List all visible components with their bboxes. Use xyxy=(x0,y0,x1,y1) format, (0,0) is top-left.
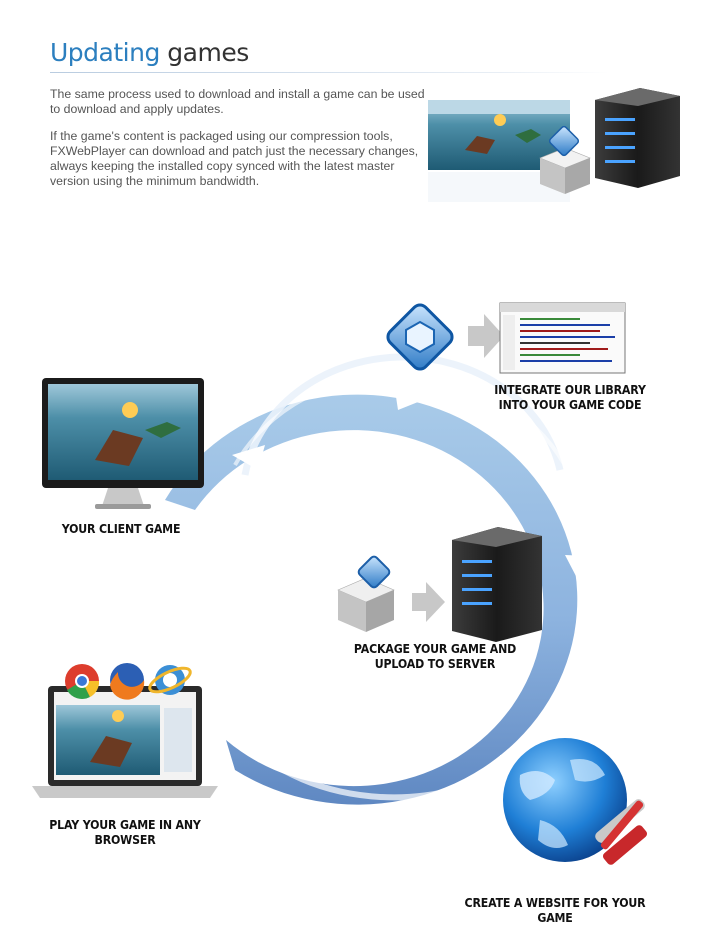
label-integrate: INTEGRATE OUR LIBRARY INTO YOUR GAME COD… xyxy=(491,382,649,412)
label-package-line1: PACKAGE YOUR GAME AND xyxy=(353,641,517,656)
header-illustration xyxy=(428,88,680,202)
library-cube-icon xyxy=(386,303,454,371)
package-box-icon xyxy=(539,125,591,194)
title-divider xyxy=(50,72,610,73)
label-integrate-line1: INTEGRATE OUR LIBRARY xyxy=(494,382,646,397)
label-client-line1: YOUR CLIENT GAME xyxy=(61,521,181,536)
cycle-ring xyxy=(165,353,590,805)
page-title: Updating games xyxy=(50,38,249,67)
label-integrate-line2: INTO YOUR GAME CODE xyxy=(498,397,642,412)
code-editor-icon xyxy=(499,302,626,374)
chrome-icon xyxy=(65,664,100,699)
package-box-icon-middle xyxy=(337,555,395,632)
label-website-line1: CREATE A WEBSITE FOR YOUR GAME xyxy=(464,895,646,925)
cycle-arrow-5 xyxy=(232,720,265,745)
ie-icon xyxy=(148,665,192,695)
monitor-icon xyxy=(42,378,204,509)
arrow-right-icon-middle xyxy=(412,582,445,622)
globe-icon xyxy=(503,738,627,862)
server-icon-middle xyxy=(452,527,542,642)
label-package: PACKAGE YOUR GAME AND UPLOAD TO SERVER xyxy=(347,641,523,671)
laptop-icon xyxy=(32,686,218,798)
cycle-arrow-1 xyxy=(395,390,428,410)
firefox-icon xyxy=(110,663,145,700)
label-client: YOUR CLIENT GAME xyxy=(55,521,187,536)
wrench-screwdriver-icon xyxy=(595,799,648,865)
intro-paragraph-2: If the game's content is packaged using … xyxy=(50,129,419,188)
title-word-updating: Updating xyxy=(50,38,160,67)
arrow-right-icon xyxy=(468,314,504,358)
intro-text: The same process used to download and in… xyxy=(50,87,430,201)
game-screenshot xyxy=(428,100,570,202)
title-word-games: games xyxy=(167,38,249,67)
label-browser: PLAY YOUR GAME IN ANY BROWSER xyxy=(20,817,229,847)
label-package-line2: UPLOAD TO SERVER xyxy=(374,656,496,671)
server-icon xyxy=(595,88,680,188)
intro-paragraph-1: The same process used to download and in… xyxy=(50,87,425,116)
label-browser-line1: PLAY YOUR GAME IN ANY BROWSER xyxy=(49,817,201,847)
cycle-arrow-3 xyxy=(565,555,590,580)
label-website: CREATE A WEBSITE FOR YOUR GAME xyxy=(449,895,660,925)
cycle-arrow-2 xyxy=(232,445,265,470)
